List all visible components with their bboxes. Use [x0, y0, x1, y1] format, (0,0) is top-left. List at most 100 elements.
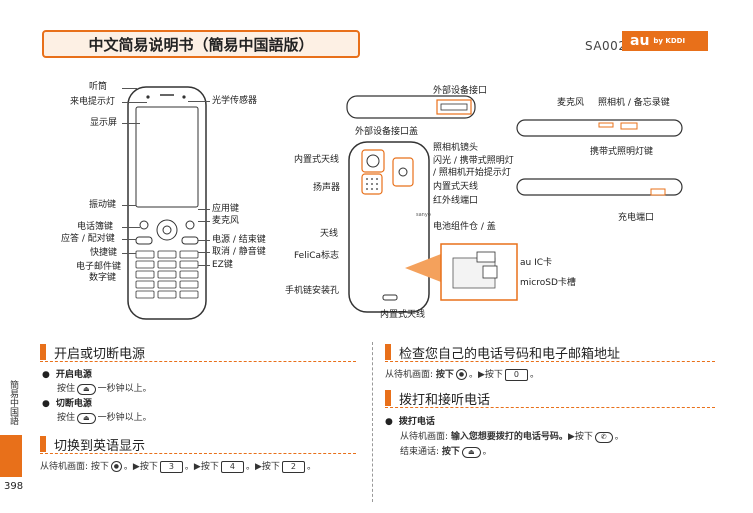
page-number: 398	[4, 481, 24, 492]
label-light-sensor: 光学传感器	[212, 96, 258, 106]
label-infrared-port: 红外线端口	[433, 196, 479, 206]
au-logo: au by KDDI	[622, 31, 708, 51]
power-on-instruction: 按住⏏一秒钟以上。	[57, 381, 152, 395]
label-ez-key: EZ键	[212, 260, 233, 270]
label-phonebook-key: 电话簿键	[77, 222, 114, 232]
key-4: 4	[220, 461, 244, 473]
center-key-icon: ●	[110, 461, 122, 472]
english-step3: 。▶按下	[245, 462, 280, 472]
label-ext-port-cover: 外部设备接口盖	[355, 127, 419, 137]
label-battery-cover: 电池组件仓 / 盖	[433, 222, 496, 232]
back-brand-print: sanyo	[416, 212, 431, 218]
label-internal-antenna-1: 内置式天线	[294, 155, 340, 165]
call-bullet: 拨打电话	[385, 414, 435, 427]
end-key-icon: ⏏	[77, 413, 96, 424]
phone-top-view	[346, 95, 476, 119]
section-marker	[385, 344, 391, 360]
call-line1-b: 输入您想要拨打的电话号码。	[450, 432, 568, 442]
center-key-icon: ●	[455, 369, 467, 380]
section-marker	[40, 344, 46, 360]
label-side-mic: 麦克风	[557, 98, 585, 108]
section-english-title: 切换到英语显示	[54, 439, 146, 454]
check-text: 从待机画面:	[385, 370, 434, 380]
section-check-heading: 检查您自己的电话号码和电子邮箱地址	[385, 343, 715, 362]
power-off-text-b: 一秒钟以上。	[97, 413, 152, 423]
label-number-keys: 数字键	[89, 273, 117, 283]
column-divider	[372, 342, 373, 502]
power-off-instruction: 按住⏏一秒钟以上。	[57, 410, 152, 424]
label-charge-port: 充电端口	[618, 213, 655, 223]
label-camera-indicator: / 照相机开始提示灯	[433, 168, 511, 178]
label-ext-port: 外部设备接口	[433, 86, 488, 96]
label-cancel-key: 取消 / 静音键	[212, 247, 266, 257]
call-line1-end: 。	[614, 432, 624, 442]
label-camera-lens: 照相机镜头	[433, 143, 479, 153]
call-line1-c: ▶按下	[567, 432, 593, 442]
label-internal-antenna-3: 内置式天线	[380, 310, 426, 320]
model-code: SA002	[585, 39, 627, 53]
check-step: 。▶按下	[468, 370, 503, 380]
side-tab-marker	[0, 435, 22, 477]
section-power-heading: 开启或切断电源	[40, 343, 356, 362]
page-title: 中文简易说明书（簡易中国語版）	[42, 30, 360, 58]
label-speaker: 扬声器	[313, 183, 341, 193]
power-on-text-b: 一秒钟以上。	[97, 384, 152, 394]
power-on-title: 开启电源	[42, 367, 92, 380]
label-microphone: 麦克风	[212, 216, 240, 226]
check-bold: 按下	[435, 370, 454, 380]
label-camera-key: 照相机 / 备忘录键	[598, 98, 670, 108]
section-marker	[40, 436, 46, 452]
english-end: 。	[306, 462, 316, 472]
section-power-title: 开启或切断电源	[54, 347, 146, 362]
phone-side-view-1	[516, 119, 683, 137]
power-off-text-a: 按住	[57, 413, 76, 423]
label-microsd-slot: microSD卡槽	[520, 278, 576, 288]
label-shortcut-key: 快捷键	[90, 248, 118, 258]
label-au-ic-card: au IC卡	[520, 258, 553, 268]
english-step1: 。▶按下	[123, 462, 158, 472]
section-marker	[385, 390, 391, 406]
label-app-key: 应用键	[212, 204, 240, 214]
phone-side-view-2	[516, 178, 683, 196]
key-2: 2	[281, 461, 305, 473]
label-strap-hole: 手机链安装孔	[285, 286, 340, 296]
end-key-icon: ⏏	[461, 447, 481, 458]
key-0: 0	[504, 369, 528, 381]
section-english-heading: 切换到英语显示	[40, 435, 356, 454]
call-key-icon: ✆	[594, 432, 613, 443]
section-check-title: 检查您自己的电话号码和电子邮箱地址	[399, 347, 621, 362]
label-earpiece: 听筒	[89, 82, 108, 92]
label-display: 显示屏	[90, 118, 118, 128]
call-line-1: 从待机画面: 输入您想要拨打的电话号码。▶按下✆。	[400, 429, 624, 443]
label-power-key: 电源 / 结束键	[212, 235, 266, 245]
english-text: 从待机画面: 按下	[40, 462, 109, 472]
side-tab: 簡易中国語	[0, 380, 22, 460]
label-flash-light: 闪光 / 携带式照明灯	[433, 156, 514, 166]
call-line-2: 结束通话: 按下⏏。	[400, 444, 492, 458]
label-felica: FeliCa标志	[294, 251, 340, 261]
check-end: 。	[529, 370, 539, 380]
section-call-heading: 拨打和接听电话	[385, 389, 715, 408]
power-off-title: 切断电源	[42, 396, 92, 409]
section-call-title: 拨打和接听电话	[399, 393, 491, 408]
key-3: 3	[159, 461, 183, 473]
label-answer-key: 应答 / 配对键	[61, 234, 115, 244]
phone-front-illustration	[127, 86, 207, 320]
call-line2-b: 按下	[441, 447, 460, 457]
label-email-key: 电子邮件键	[76, 262, 122, 272]
label-vibrate-key: 振动键	[89, 200, 117, 210]
label-incoming-light: 来电提示灯	[70, 97, 116, 107]
end-key-icon: ⏏	[77, 384, 96, 395]
call-line2-end: 。	[482, 447, 492, 457]
english-step2: 。▶按下	[184, 462, 219, 472]
label-light-key: 携带式照明灯键	[590, 147, 654, 157]
side-tab-label: 簡易中国語	[8, 380, 18, 425]
label-antenna: 天线	[320, 229, 339, 239]
label-internal-antenna-2: 内置式天线	[433, 182, 479, 192]
power-on-text-a: 按住	[57, 384, 76, 394]
call-line2-a: 结束通话:	[400, 447, 440, 457]
call-line1-a: 从待机画面:	[400, 432, 449, 442]
brand-logo-sub: by KDDI	[653, 37, 686, 45]
